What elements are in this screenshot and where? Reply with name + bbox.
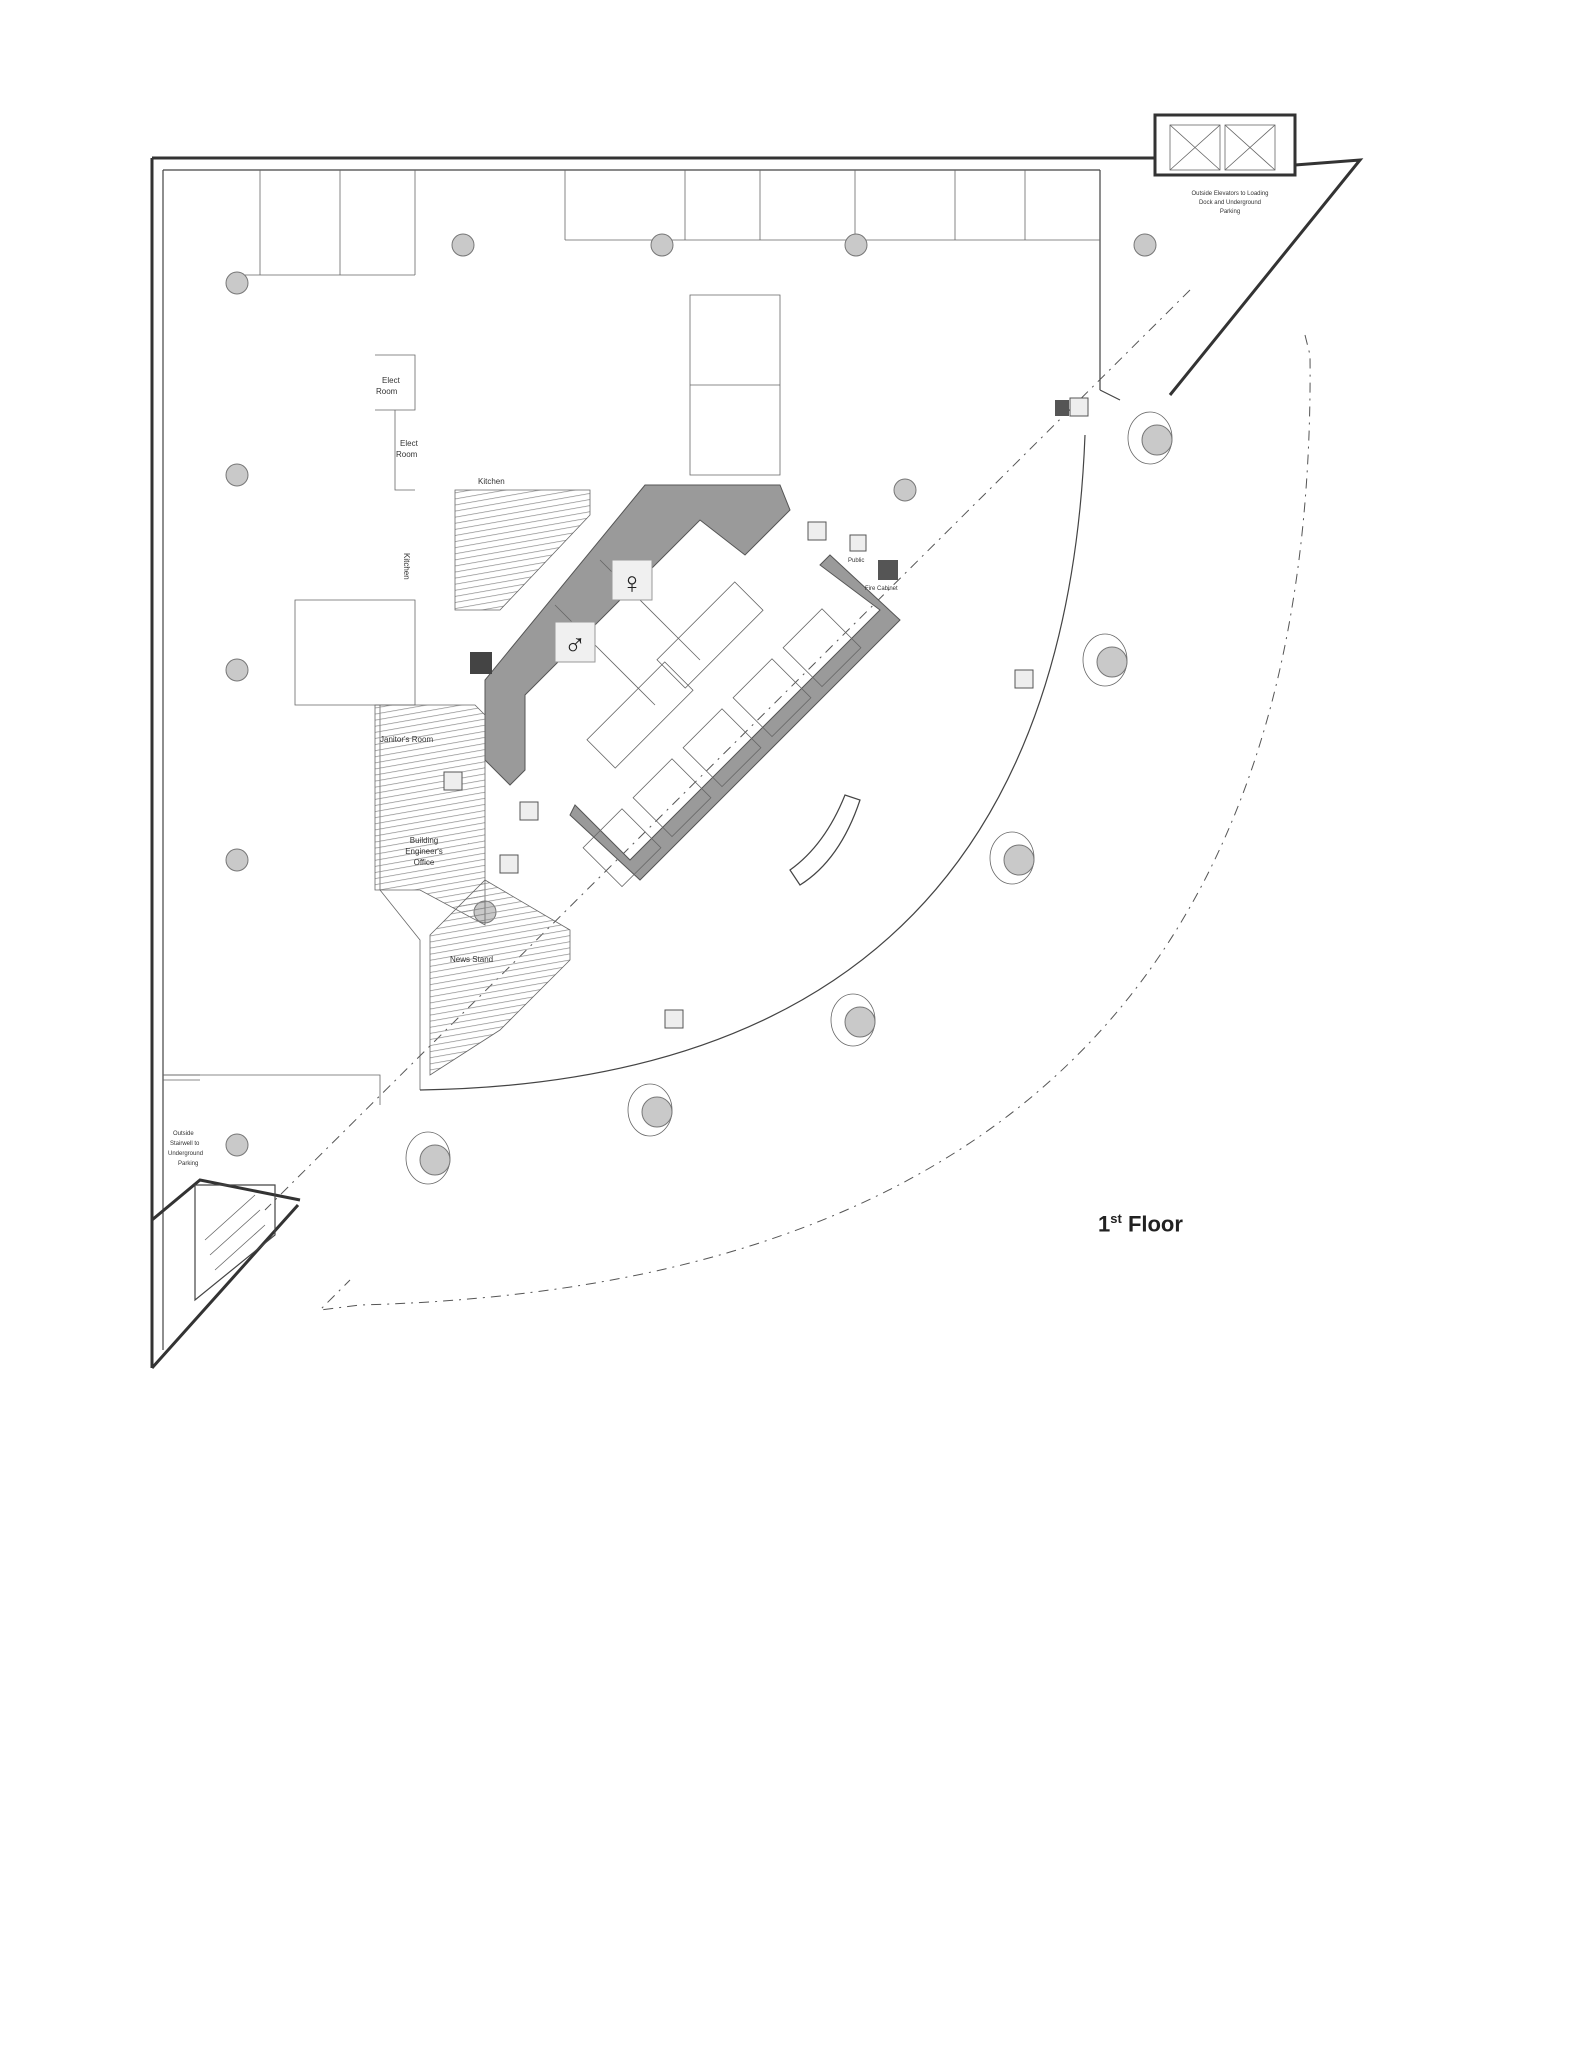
- kitchen-side-label: Kitchen: [402, 553, 411, 580]
- column: [225, 463, 249, 487]
- plaza-diagonal: [264, 289, 1191, 1211]
- kitchen-top-label: Kitchen: [478, 477, 505, 486]
- engineer-label-2: Engineer's: [405, 847, 443, 856]
- columns: [225, 233, 1157, 1157]
- lobby-bench: [789, 794, 861, 886]
- column: [844, 233, 868, 257]
- elevators-outside-label-3: Parking: [1220, 209, 1240, 215]
- svg-text:♂: ♂: [564, 629, 587, 662]
- column: [650, 233, 674, 257]
- elevators-outside-label-1: Outside Elevators to Loading: [1191, 191, 1268, 197]
- column: [451, 233, 475, 257]
- public-phone-label: Public: [848, 558, 864, 564]
- svg-text:♀: ♀: [621, 567, 644, 600]
- outside-stairwell: [150, 1178, 301, 1368]
- fire-cabinet-label: Fire Cabinet: [865, 586, 898, 592]
- column: [893, 478, 917, 502]
- elect-room-2-label-1: Elect: [400, 439, 419, 448]
- floor-title: 1st Floor: [1098, 1211, 1183, 1237]
- plaza-outer-arc: [318, 334, 1311, 1311]
- elect-room-1-label-2: Room: [376, 387, 398, 396]
- lobby-curved-wall: [419, 434, 1086, 1091]
- column: [1133, 233, 1157, 257]
- stairwell-label-4: Parking: [178, 1161, 198, 1167]
- plaza-planters: [405, 411, 1173, 1185]
- floor-word: Floor: [1127, 1211, 1183, 1237]
- column: [225, 658, 249, 682]
- stairwell-label-2: Stairwell to: [170, 1141, 200, 1147]
- news-stand-label: News Stand: [450, 955, 493, 964]
- building-outline: [150, 156, 1155, 1370]
- janitor-label: Janitor's Room: [380, 735, 433, 744]
- column: [225, 848, 249, 872]
- elevators-outside-label-2: Dock and Underground: [1199, 200, 1261, 206]
- column: [225, 271, 249, 295]
- elect-room-2-label-2: Room: [396, 450, 418, 459]
- engineer-label-3: Office: [414, 858, 435, 867]
- stairwell-label-3: Underground: [168, 1151, 203, 1157]
- floor-suffix: st: [1110, 1211, 1122, 1226]
- engineer-label-1: Building: [410, 836, 438, 845]
- column: [225, 1133, 249, 1157]
- fire-markers: [443, 397, 1089, 1029]
- elect-room-1-label-1: Elect: [382, 376, 401, 385]
- floor-number: 1: [1098, 1211, 1111, 1237]
- hatched-rooms: [374, 489, 591, 1076]
- stairwell-label-1: Outside: [173, 1131, 194, 1137]
